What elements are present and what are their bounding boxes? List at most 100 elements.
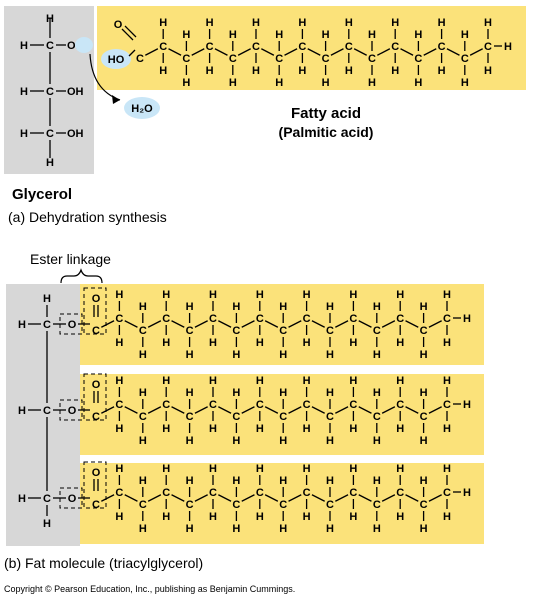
hydrogen-atom: H (139, 435, 147, 447)
bond (237, 48, 251, 56)
hydrogen-atom: H (420, 435, 428, 447)
bond (353, 48, 367, 56)
bond (261, 48, 275, 56)
carbon-atom: C (186, 325, 194, 337)
carbon-atom: C (186, 411, 194, 423)
hydrogen-atom: H (463, 399, 471, 411)
carbon-atom: C (349, 313, 357, 325)
hydrogen-atom: H (298, 65, 306, 77)
carbon-atom: C (326, 411, 334, 423)
hydrogen-atom: H (139, 387, 147, 399)
carbon-atom: C (420, 411, 428, 423)
carbon-atom: C (115, 313, 123, 325)
hydrogen-atom: H (349, 463, 357, 475)
arrow-head (112, 95, 120, 104)
bond (405, 494, 419, 502)
atom-h: H (20, 40, 28, 52)
hydrogen-atom: H (159, 17, 167, 29)
carbon-atom: C (443, 313, 451, 325)
hydrogen-atom: H (115, 375, 123, 387)
hydrogen-atom: H (303, 423, 311, 435)
carbon-atom: C (139, 499, 147, 511)
hydrogen-atom: H (162, 337, 170, 349)
hydrogen-atom: H (303, 289, 311, 301)
carbon-atom: C (159, 41, 167, 53)
hydrogen-atom: H (186, 387, 194, 399)
atom-h: H (20, 128, 28, 140)
bond (101, 406, 115, 414)
carbon-atom: C (443, 399, 451, 411)
hydrogen-atom: H (232, 435, 240, 447)
carbon-atom: C (252, 41, 260, 53)
hydrogen-atom: H (504, 41, 512, 53)
atom-h: H (46, 13, 54, 25)
bond (381, 494, 396, 502)
atom-c: C (46, 128, 54, 140)
palmitic-acid-chain: CCHHCHHCHHCHHCHHCHHCHHCHHCHHCHHCHHCHHCHH… (136, 17, 512, 89)
bond (264, 320, 279, 328)
hydrogen-atom: H (256, 463, 264, 475)
carbon-atom: C (396, 313, 404, 325)
hydrogen-atom: H (43, 518, 51, 530)
carbon-atom: C (206, 41, 214, 53)
carbon-atom: C (373, 325, 381, 337)
hydrogen-atom: H (256, 511, 264, 523)
carbon-atom: C (256, 313, 264, 325)
carbon-atom: C (373, 411, 381, 423)
hydrogen-atom: H (186, 475, 194, 487)
hydrogen-atom: H (232, 475, 240, 487)
carbon-atom: C (303, 487, 311, 499)
bond (171, 320, 185, 328)
hydrogen-atom: H (18, 493, 26, 505)
carbon-atom: C (186, 499, 194, 511)
bond (288, 320, 302, 328)
hydrogen-atom: H (373, 349, 381, 361)
carbon-atom: C (438, 41, 446, 53)
hydrogen-atom: H (326, 301, 334, 313)
bond (428, 320, 442, 328)
bond (101, 494, 115, 502)
fatty-acid-subtitle: (Palmitic acid) (279, 124, 374, 140)
hydrogen-atom: H (443, 375, 451, 387)
fatty-acid-title: Fatty acid (291, 105, 361, 122)
hydrogen-atom: H (186, 435, 194, 447)
carbon-atom: C (298, 41, 306, 53)
hydrogen-atom: H (420, 387, 428, 399)
carbon-atom: C (322, 53, 330, 65)
hydrogen-atom: H (420, 301, 428, 313)
hydrogen-atom: H (18, 319, 26, 331)
bond (335, 320, 349, 328)
bond (335, 406, 349, 414)
bond (241, 406, 255, 414)
hydrogen-atom: H (279, 387, 287, 399)
carbonyl-oxygen: O (92, 379, 101, 391)
hydrogen-atom: H (275, 77, 283, 89)
hydrogen-atom: H (463, 487, 471, 499)
carbon-atom: C (232, 411, 240, 423)
hydrogen-atom: H (115, 511, 123, 523)
hydroxyl-group: OH (67, 128, 84, 140)
hydrogen-atom: H (396, 289, 404, 301)
carbon-atom: C (461, 53, 469, 65)
hydrogen-atom: H (373, 387, 381, 399)
hydrogen-atom: H (209, 423, 217, 435)
bond (330, 48, 344, 56)
carbon-atom: C (349, 487, 357, 499)
ester-linkage-box (83, 287, 107, 335)
ester-linkage-box (59, 487, 83, 509)
hydrogen-atom: H (139, 301, 147, 313)
carbon-atom: C (396, 487, 404, 499)
hydrogen-atom: H (279, 475, 287, 487)
bond (171, 494, 185, 502)
hydrogen-atom: H (279, 435, 287, 447)
hydrogen-atom: H (349, 375, 357, 387)
carbon-atom: C (43, 405, 51, 417)
hydrogen-atom: H (209, 289, 217, 301)
hydrogen-atom: H (463, 313, 471, 325)
bond (400, 48, 414, 56)
bond (194, 320, 208, 328)
hydrogen-atom: H (443, 463, 451, 475)
atom-h: H (20, 86, 28, 98)
caption-b: (b) Fat molecule (triacylglycerol) (4, 555, 203, 571)
bond (288, 406, 302, 414)
